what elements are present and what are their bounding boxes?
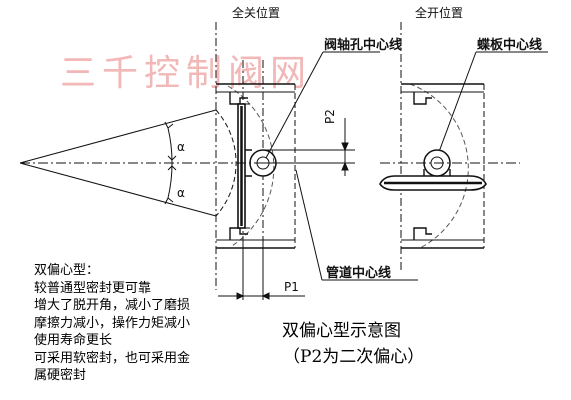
open-position-header: 全开位置 bbox=[415, 6, 464, 20]
notes-title: 双偏心型： bbox=[34, 263, 100, 278]
notes-line: 较普通型密封更可靠 bbox=[34, 280, 152, 296]
notes-line: 摩擦力减小，操作力矩减小 bbox=[34, 315, 191, 331]
notes-block: 双偏心型： 较普通型密封更可靠 增大了脱开角，减小了磨损 摩擦力减小，操作力矩减… bbox=[34, 262, 190, 385]
caption-title: 双偏心型示意图 bbox=[282, 321, 401, 341]
alpha-top-label: α bbox=[177, 140, 185, 154]
notes-line: 增大了脱开角，减小了磨损 bbox=[34, 298, 191, 313]
p1-label: P1 bbox=[284, 280, 299, 294]
p1-dimension bbox=[218, 240, 305, 300]
caption-subtitle: （P2为二次偏心） bbox=[283, 347, 425, 367]
opening-angle-lines bbox=[19, 109, 217, 217]
p2-dimension bbox=[263, 118, 355, 176]
leader-lines bbox=[265, 51, 548, 281]
notes-line: 使用寿命更长 bbox=[34, 333, 113, 348]
notes-line: 属硬密封 bbox=[34, 368, 87, 383]
watermark: 三千控制阀网 bbox=[60, 53, 313, 94]
notes-line: 可采用软密封，也可采用金 bbox=[34, 350, 191, 366]
closed-valve-body bbox=[20, 22, 355, 300]
open-valve-body bbox=[379, 22, 520, 270]
pipe-centerline-label: 管道中心线 bbox=[326, 266, 392, 281]
p2-label: P2 bbox=[323, 109, 337, 124]
disc-centerline-label: 蝶板中心线 bbox=[477, 38, 543, 53]
closed-position-header: 全关位置 bbox=[232, 6, 281, 20]
shaft-centerline-label: 阀轴孔中心线 bbox=[324, 38, 403, 53]
alpha-bottom-label: α bbox=[177, 186, 185, 200]
